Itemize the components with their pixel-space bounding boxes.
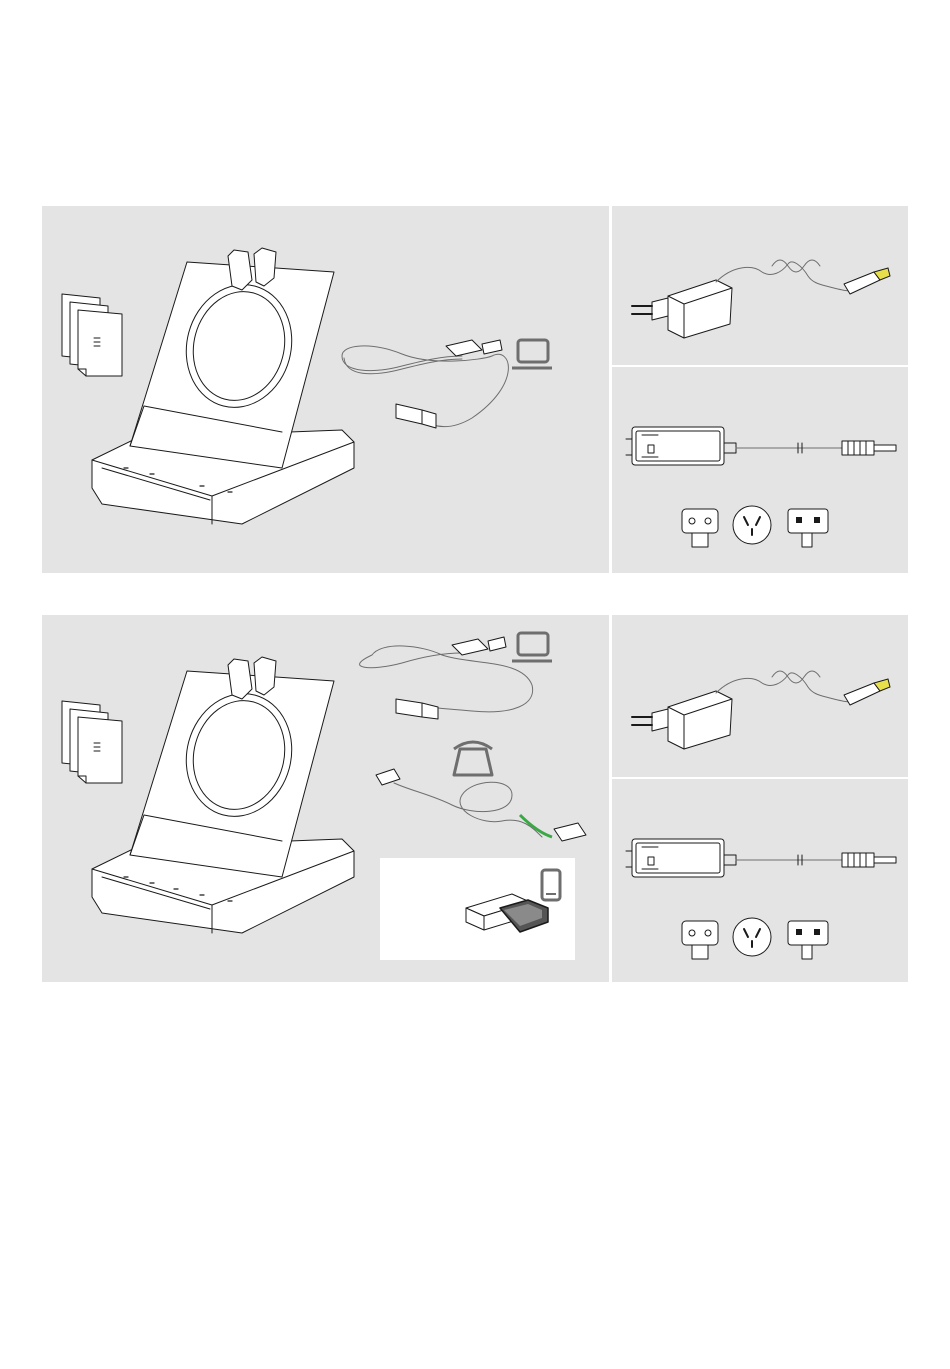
- desk-phone-icon: [454, 742, 492, 775]
- bluetooth-dongle-inset: [380, 858, 575, 960]
- plug-adapter-au: [733, 918, 771, 956]
- telephone-cable: [376, 769, 586, 841]
- power-supply-with-adapters: [626, 427, 896, 465]
- power-supply-with-adapters: [626, 839, 896, 877]
- plug-adapter-au: [733, 506, 771, 544]
- plug-adapter-uk: [788, 921, 828, 959]
- figure-set-a-power-supply-eu-panel: [612, 206, 908, 365]
- figure-set-b-main-panel: [42, 615, 609, 982]
- figure-set-b-power-supply-eu-panel: [612, 615, 908, 777]
- computer-icon: [512, 340, 552, 368]
- power-supply-eu: [632, 671, 890, 749]
- computer-icon: [512, 633, 552, 661]
- base-station-with-headset: [92, 248, 354, 524]
- plug-adapter-eu: [682, 509, 718, 547]
- base-station-with-headset: [92, 657, 354, 933]
- figure-set-a-power-supply-adapters-panel: [612, 367, 908, 573]
- mobile-phone-icon: [542, 870, 560, 900]
- plug-adapter-uk: [788, 509, 828, 547]
- quick-guide-documents: [62, 701, 122, 783]
- usb-cable: [342, 340, 508, 428]
- bluetooth-dongle: [466, 894, 548, 932]
- plug-adapter-eu: [682, 921, 718, 959]
- usb-cable: [360, 637, 533, 719]
- quick-guide-documents: [62, 294, 122, 376]
- power-supply-eu: [632, 260, 890, 338]
- figure-set-a-main-panel: [42, 206, 609, 573]
- figure-set-b-power-supply-adapters-panel: [612, 779, 908, 982]
